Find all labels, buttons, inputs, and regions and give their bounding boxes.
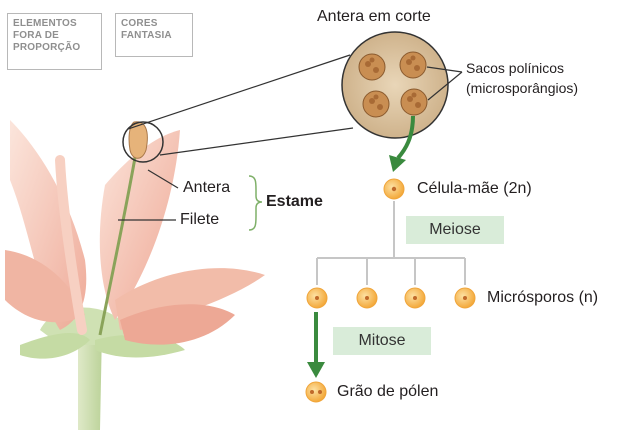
mother-cell <box>384 179 404 199</box>
filete-label: Filete <box>180 211 219 229</box>
tag-line: FORA DE <box>13 30 96 42</box>
pollen-sacs-label: Sacos polínicos <box>466 60 564 77</box>
anther-cross-section <box>342 32 448 138</box>
tag-fantasy-colors: CORES FANTASIA <box>115 13 193 57</box>
microspore <box>455 288 475 308</box>
estame-label: Estame <box>266 193 323 211</box>
microspore <box>307 288 327 308</box>
microspore <box>357 288 377 308</box>
estame-brace <box>249 176 262 230</box>
tag-line: PROPORÇÃO <box>13 42 96 54</box>
mother-cell-label: Célula-mãe (2n) <box>417 180 532 198</box>
pollen-grain <box>306 382 326 402</box>
microsporos-label: Micrósporos (n) <box>487 289 598 307</box>
mitose-box: Mitose <box>333 327 431 355</box>
pollen-grain-label: Grão de pólen <box>337 383 438 401</box>
zoom-line-top <box>128 55 350 129</box>
microspores <box>307 288 475 308</box>
tag-line: CORES <box>121 18 187 30</box>
arrow-mitose-head <box>307 362 325 378</box>
zoom-line-bottom <box>160 128 353 155</box>
microspore <box>405 288 425 308</box>
meiose-box: Meiose <box>406 216 504 244</box>
anther-section-title: Antera em corte <box>317 8 431 26</box>
arrow-sac-to-cell-head <box>389 155 406 172</box>
antera-label: Antera <box>183 179 230 197</box>
pollen-sacs-sublabel: (microsporângios) <box>466 80 578 97</box>
tag-disproportion: ELEMENTOS FORA DE PROPORÇÃO <box>7 13 102 70</box>
tag-line: FANTASIA <box>121 30 187 42</box>
tag-line: ELEMENTOS <box>13 18 96 30</box>
